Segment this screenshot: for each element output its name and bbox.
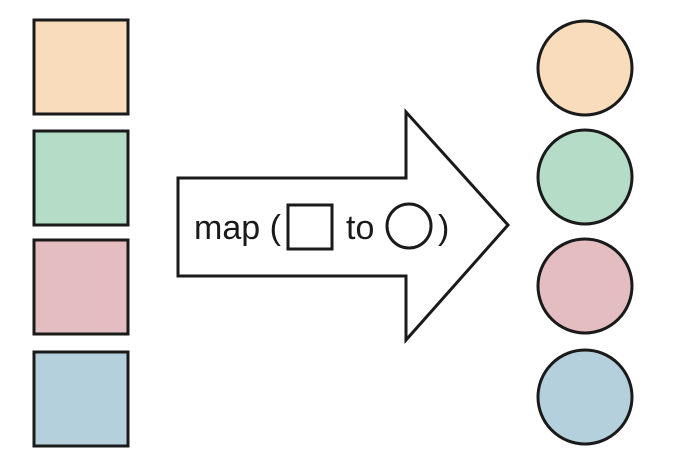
map-label-text: map (	[194, 209, 282, 247]
output-circle-blue	[536, 348, 634, 446]
to-label-text: to	[346, 209, 374, 247]
map-label: map ( to )	[194, 202, 449, 251]
input-square-pink	[32, 238, 130, 336]
input-squares	[32, 18, 130, 448]
input-square-blue	[32, 350, 130, 448]
map-arrow	[176, 108, 511, 344]
close-paren-text: )	[438, 209, 449, 247]
circle-symbol-icon	[385, 202, 433, 250]
output-circle-pink	[536, 237, 634, 335]
output-circle-peach	[536, 19, 634, 117]
input-square-green	[32, 129, 130, 227]
input-square-peach	[32, 18, 130, 116]
square-symbol-icon	[286, 203, 334, 251]
output-circle-green	[536, 128, 634, 226]
output-circles	[536, 19, 634, 446]
